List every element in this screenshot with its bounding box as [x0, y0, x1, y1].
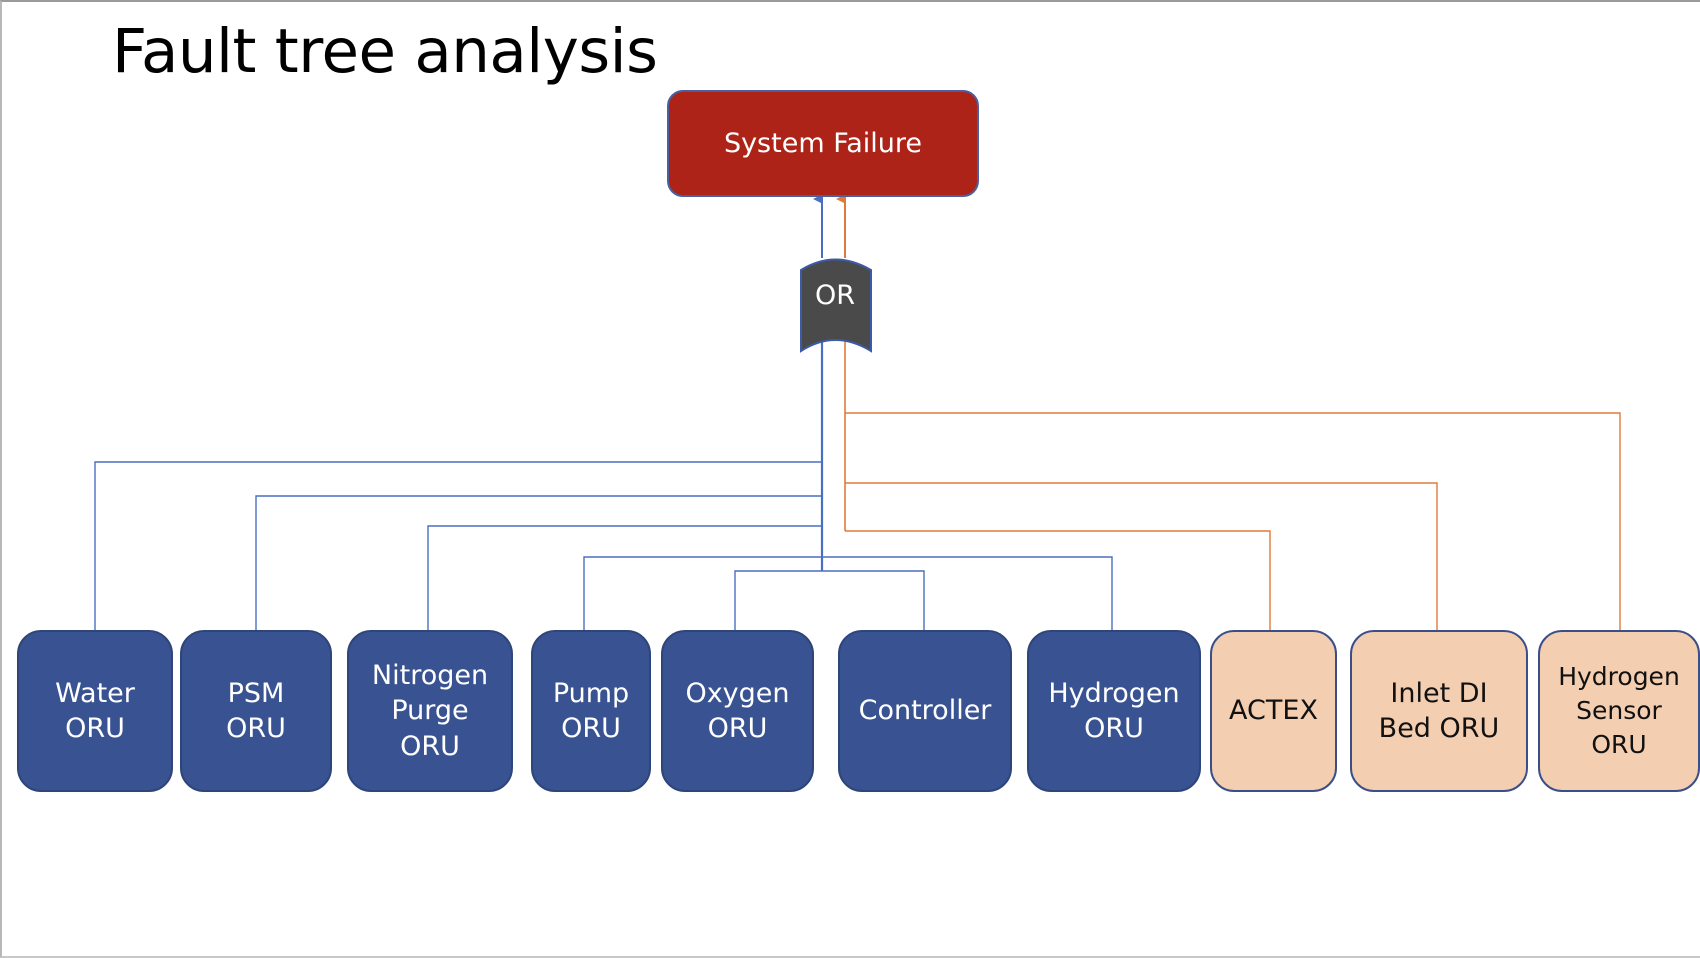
basic-event-label: Oxygen ORU [685, 677, 790, 744]
connector-pump-oru [583, 556, 1113, 630]
connector-hydrogen-sensor [845, 412, 1621, 630]
or-gate-shape [800, 258, 872, 353]
or-gate-label: OR [814, 280, 855, 311]
basic-event-controller: Controller [838, 630, 1012, 792]
basic-event-label: PSM ORU [226, 677, 286, 744]
basic-event-pump-oru: Pump ORU [531, 630, 651, 792]
basic-event-actex: ACTEX [1210, 630, 1337, 792]
top-event-box: System Failure [667, 90, 979, 197]
basic-event-label: ACTEX [1229, 695, 1318, 727]
blue-connectors [94, 194, 1113, 630]
connector-inlet-di-bed [845, 482, 1438, 630]
connector-actex [845, 530, 1271, 630]
top-event-label: System Failure [723, 127, 923, 159]
basic-event-nitrogen-purge-oru: Nitrogen Purge ORU [347, 630, 513, 792]
basic-event-label: Nitrogen Purge ORU [371, 660, 489, 762]
basic-event-label: Hydrogen Sensor ORU [1558, 662, 1680, 759]
connector-psm-oru [255, 495, 822, 630]
slide-title: Fault tree analysis [112, 16, 658, 87]
basic-event-oxygen-oru: Oxygen ORU [661, 630, 814, 792]
basic-event-hydrogen-oru: Hydrogen ORU [1027, 630, 1201, 792]
orange-connectors [836, 194, 1621, 630]
connector-water-oru [94, 461, 822, 630]
basic-event-label: Controller [858, 695, 992, 727]
basic-event-inlet-di-bed-oru: Inlet DI Bed ORU [1350, 630, 1528, 792]
connector-oxygen-controller [734, 570, 925, 630]
basic-event-hydrogen-sensor-oru: Hydrogen Sensor ORU [1538, 630, 1700, 792]
basic-event-label: Pump ORU [552, 677, 630, 744]
basic-event-water-oru: Water ORU [17, 630, 173, 792]
connector-nitrogen-purge-oru [427, 525, 822, 630]
basic-event-label: Hydrogen ORU [1048, 677, 1180, 744]
basic-event-label: Inlet DI Bed ORU [1378, 677, 1500, 744]
basic-event-psm-oru: PSM ORU [180, 630, 332, 792]
basic-event-label: Water ORU [55, 677, 135, 744]
